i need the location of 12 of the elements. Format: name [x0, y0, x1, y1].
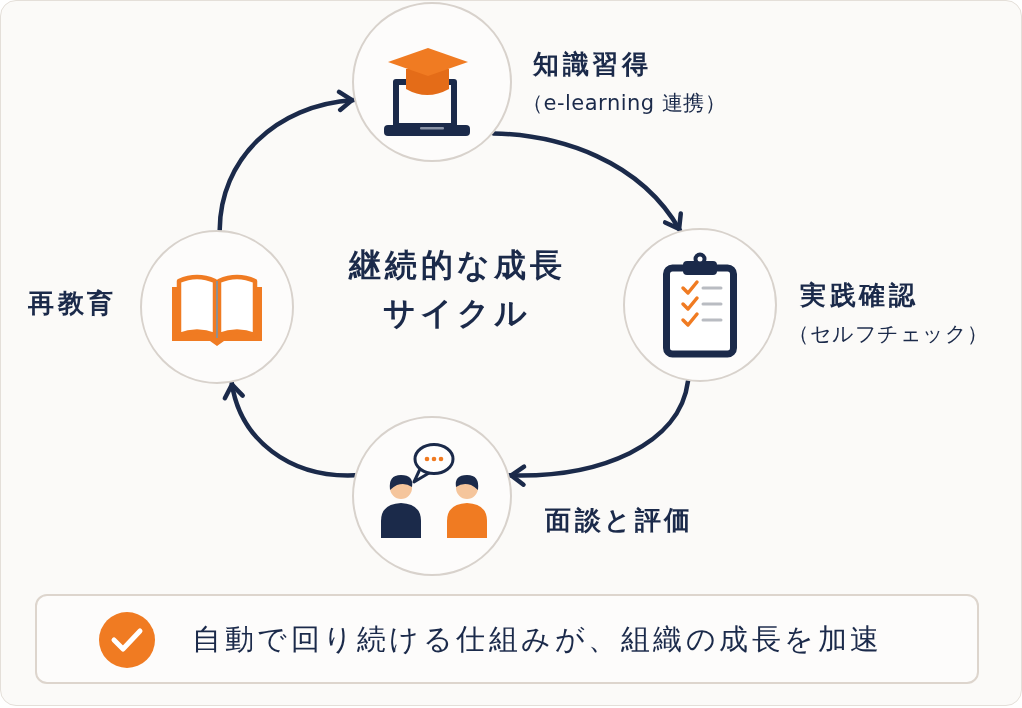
banner-text: 自動で回り続ける仕組みが、組織の成長を加速: [192, 622, 883, 657]
cycle-title: 継続的な成長サイクル: [347, 245, 567, 334]
step-subtitle: （e-learning 連携）: [522, 91, 727, 116]
step-title: 面談と評価: [545, 505, 694, 536]
step-title: 再教育: [28, 288, 117, 319]
step-subtitle: （セルフチェック）: [788, 322, 989, 347]
summary-banner: [35, 594, 979, 684]
step-title: 実践確認: [800, 280, 918, 311]
cycle-arrow: [491, 131, 683, 233]
cycle-arrow: [223, 380, 357, 478]
cycle-arrow: [507, 378, 691, 487]
step-title: 知識習得: [533, 49, 651, 80]
